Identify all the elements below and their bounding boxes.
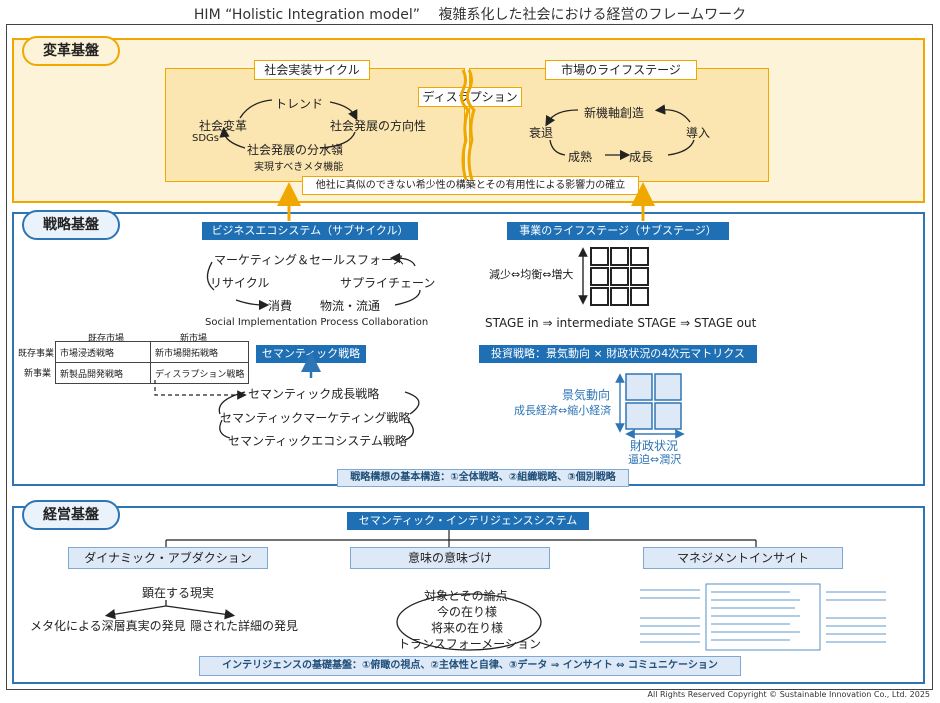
insight-schematic bbox=[640, 583, 886, 651]
meta-function-label: 実現すべきメタ機能 bbox=[254, 162, 344, 173]
abduction-arrow bbox=[104, 600, 167, 620]
ansoff-matrix: 市場浸透戦略 新市場開拓戦略 新製品開発戦略 ディスラプション戦略 bbox=[55, 341, 250, 384]
maturity-label: 成熟 bbox=[568, 150, 593, 164]
management-insight-header: マネジメントインサイト bbox=[643, 547, 843, 569]
social-cycle-arc bbox=[329, 101, 358, 121]
strategy-curve bbox=[218, 391, 246, 415]
logistics-label: 物流・流通 bbox=[320, 299, 381, 313]
investment-strategy-box: 投資戦略：景気動向 × 財政状況の4次元マトリクス bbox=[479, 345, 757, 363]
semantic-intelligence-system: セマンティック・インテリジェンスシステム bbox=[347, 512, 589, 530]
trend-label: トレンド bbox=[275, 97, 324, 111]
matrix-col-existing-market: 既存市場 bbox=[88, 334, 125, 344]
investment-grid bbox=[625, 373, 682, 430]
sdgs-label: SDGs bbox=[192, 133, 220, 144]
market-cycle-arc bbox=[545, 109, 579, 127]
social-cycle-title: 社会実装サイクル bbox=[254, 60, 370, 80]
consumption-label: 消費 bbox=[268, 299, 293, 313]
creation-label: 新機軸創造 bbox=[584, 106, 645, 120]
social-change-label: 社会変革 bbox=[199, 119, 248, 133]
matrix-row-new-business: 新事業 bbox=[24, 369, 52, 379]
economy-label: 景気動向 bbox=[562, 388, 611, 402]
strategy-curve bbox=[404, 391, 420, 415]
matrix-cell: 新製品開発戦略 bbox=[55, 362, 151, 384]
marketing-label: マーケティング＆セールスフォース bbox=[214, 253, 405, 267]
stage-grid bbox=[590, 247, 649, 306]
page-title: HIM “Holistic Integration model” 複雑系化した社… bbox=[193, 7, 747, 23]
meaning-header: 意味の意味づけ bbox=[350, 547, 550, 569]
eco-cycle-arc bbox=[206, 261, 215, 291]
spc-label: Social Implementation Process Collaborat… bbox=[205, 317, 429, 328]
intelligence-foundation-statement: インテリジェンスの基礎基盤：①俯瞰の視点、②主体性と自律、③データ ⇒ インサイ… bbox=[199, 656, 741, 676]
section-label-management: 経営基盤 bbox=[22, 500, 120, 530]
outer-frame bbox=[6, 24, 933, 690]
finance-label: 財政状況 bbox=[630, 439, 679, 453]
disruption-wave-2 bbox=[465, 69, 476, 181]
economy-sub-label: 成長経済⇔縮小経済 bbox=[514, 404, 612, 417]
decline-label: 衰退 bbox=[529, 126, 554, 140]
section-label-transformation: 変革基盤 bbox=[22, 36, 120, 66]
abduction-arrow bbox=[165, 605, 236, 620]
disruption-wave bbox=[459, 69, 470, 181]
recycle-label: リサイクル bbox=[210, 276, 270, 290]
eco-cycle-arc bbox=[235, 299, 270, 311]
matrix-cell: ディスラプション戦略 bbox=[149, 362, 250, 384]
strategy-curve bbox=[219, 419, 231, 439]
dynamic-abduction-header: ダイナミック・アブダクション bbox=[68, 547, 268, 569]
eco-cycle-arc bbox=[389, 252, 416, 267]
market-life-title: 市場のライフステージ bbox=[545, 60, 697, 80]
meaning-item-2: 今の在り様 bbox=[437, 605, 498, 619]
meta-discovery-label: メタ化による深層真実の発見 bbox=[30, 619, 186, 633]
social-cycle-arc bbox=[319, 131, 356, 149]
business-ecosystem-title: ビジネスエコシステム（サブサイクル） bbox=[202, 222, 418, 240]
section-management bbox=[12, 506, 925, 684]
finance-sub-label: 逼迫⇔潤沢 bbox=[628, 453, 682, 466]
business-lifestage-title: 事業のライフステージ（サブステージ） bbox=[507, 222, 729, 240]
section-transformation bbox=[12, 38, 925, 203]
eco-cycle-arc bbox=[394, 289, 421, 306]
market-cycle-arc bbox=[667, 139, 695, 156]
strategy-curve bbox=[404, 419, 414, 441]
meaning-item-1: 対象とその論点 bbox=[424, 589, 508, 603]
market-cycle-arc bbox=[549, 139, 566, 156]
meaning-ellipse bbox=[396, 593, 542, 651]
social-cycle-arc bbox=[219, 126, 246, 149]
semantic-ecosystem-strategy: セマンティックエコシステム戦略 bbox=[228, 434, 407, 448]
growth-label: 成長 bbox=[629, 150, 654, 164]
direction-label: 社会発展の方向性 bbox=[330, 119, 427, 133]
social-cycle-arc bbox=[239, 99, 273, 119]
copyright: All Rights Reserved Copyright © Sustaina… bbox=[647, 690, 931, 699]
stage-flow-label: STAGE in ⇒ intermediate STAGE ⇒ STAGE ou… bbox=[485, 316, 757, 330]
strategy-structure-statement: 戦略構想の基本構造：①全体戦略、②組織戦略、③個別戦略 bbox=[337, 469, 629, 487]
market-cycle-arc bbox=[654, 104, 691, 123]
apparent-reality-label: 顕在する現実 bbox=[142, 586, 215, 600]
matrix-col-new-market: 新市場 bbox=[180, 334, 208, 344]
meaning-item-4: トランスフォーメーション bbox=[398, 637, 542, 651]
stage-axis-label: 減少⇔均衡⇔増大 bbox=[489, 268, 574, 281]
meaning-item-3: 将来の在り様 bbox=[431, 621, 504, 635]
semantic-marketing-strategy: セマンティックマーケティング戦略 bbox=[220, 411, 411, 425]
supply-chain-label: サプライチェーン bbox=[340, 276, 436, 290]
watershed-label: 社会発展の分水嶺 bbox=[247, 143, 344, 157]
introduction-label: 導入 bbox=[686, 126, 711, 140]
dashed-arrow bbox=[154, 380, 247, 400]
section-label-strategy: 戦略基盤 bbox=[22, 210, 120, 240]
matrix-row-existing-business: 既存事業 bbox=[18, 349, 55, 359]
semantic-growth-strategy: セマンティック成長戦略 bbox=[248, 387, 380, 401]
hidden-detail-label: 隠された詳細の発見 bbox=[190, 619, 299, 633]
